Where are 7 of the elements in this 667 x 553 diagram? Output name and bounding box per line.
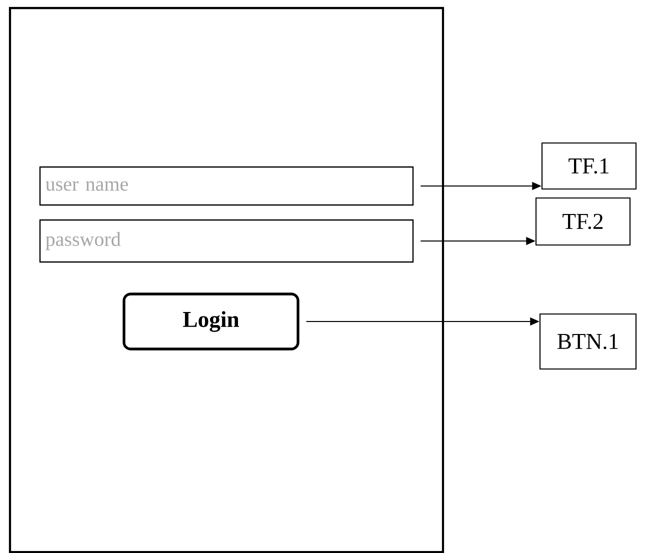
login-button: Login [122,292,300,350]
label-box: BTN.1 [539,313,637,370]
label-box: TF.2 [535,197,631,246]
input-field: password [39,219,414,263]
input-field: user name [39,166,414,206]
label-box: TF.1 [541,142,637,190]
phone-screen [8,6,444,553]
